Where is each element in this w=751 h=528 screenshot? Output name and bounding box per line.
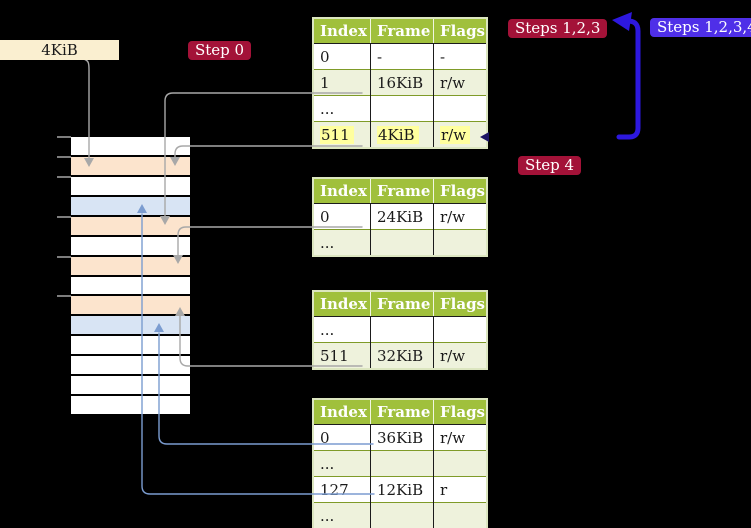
table-cell: r/w xyxy=(433,342,487,369)
table-cell xyxy=(433,316,487,343)
steps-1234-badge: Steps 1,2,3,4 xyxy=(650,18,751,37)
table-cell: 24KiB xyxy=(370,203,434,230)
table-cell xyxy=(370,95,434,122)
memory-frame-3-mapped-page xyxy=(71,197,190,215)
memory-frame-5-empty xyxy=(71,237,190,255)
table-cell: 0 xyxy=(313,203,371,230)
highlighted-value: r/w xyxy=(440,125,471,144)
frame-size-label: 4KiB xyxy=(0,40,119,60)
table-cell: 16KiB xyxy=(370,69,434,96)
loopback-steps-arrow-line xyxy=(616,18,641,140)
table-cell xyxy=(370,316,434,343)
table-1-row-0: 0-- xyxy=(313,43,487,70)
address-tick-3 xyxy=(57,216,71,218)
table-cell: ... xyxy=(313,450,371,477)
memory-frame-7-empty xyxy=(71,277,190,294)
table-cell: ... xyxy=(313,95,371,122)
steps-123-badge: Steps 1,2,3 xyxy=(508,19,608,38)
table-4-row-...: ... xyxy=(313,502,487,528)
loopback-steps-arrow-arrowhead xyxy=(612,12,632,31)
table-cell: - xyxy=(433,43,487,70)
memory-frame-0-empty xyxy=(71,137,190,155)
table-2-header-flags: Flags xyxy=(433,178,487,204)
table-4-header-frame: Frame xyxy=(370,399,434,425)
table-cell xyxy=(370,229,434,256)
table-3-header-frame: Frame xyxy=(370,291,434,317)
step4-badge: Step 4 xyxy=(518,156,582,175)
table-cell: ... xyxy=(313,316,371,343)
table-2-header-index: Index xyxy=(313,178,371,204)
table-cell: 127 xyxy=(313,476,371,503)
table-cell: 36KiB xyxy=(370,424,434,451)
table-cell: - xyxy=(370,43,434,70)
memory-frame-8-page-table xyxy=(71,296,190,314)
table-cell: 511 xyxy=(313,342,371,369)
address-tick-2 xyxy=(57,176,71,178)
table-2-header-frame: Frame xyxy=(370,178,434,204)
table-cell: r/w xyxy=(433,203,487,230)
table-cell xyxy=(433,95,487,122)
table-cell: 511 xyxy=(313,121,371,148)
memory-frame-12-empty xyxy=(71,376,190,394)
memory-frame-2-empty xyxy=(71,177,190,195)
table-1-header-index: Index xyxy=(313,18,371,44)
memory-frame-10-empty xyxy=(71,336,190,354)
table-1-row-...: ... xyxy=(313,95,487,122)
table-cell: 32KiB xyxy=(370,342,434,369)
table-cell xyxy=(433,502,487,528)
memory-frame-4-page-table xyxy=(71,217,190,235)
highlighted-value: 511 xyxy=(320,125,354,144)
table-3-header-index: Index xyxy=(313,291,371,317)
table-cell: r/w xyxy=(433,121,487,148)
address-tick-4 xyxy=(57,256,71,258)
table-cell: r/w xyxy=(433,69,487,96)
table-cell: 0 xyxy=(313,424,371,451)
highlighted-value: 4KiB xyxy=(377,125,419,144)
table-4-row-...: ... xyxy=(313,450,487,477)
table-cell xyxy=(433,450,487,477)
table-cell xyxy=(433,229,487,256)
table-cell xyxy=(370,502,434,528)
memory-frame-9-mapped-page xyxy=(71,316,190,334)
table-4-header-index: Index xyxy=(313,399,371,425)
table-cell: r xyxy=(433,476,487,503)
table-cell: 12KiB xyxy=(370,476,434,503)
table-cell: 4KiB xyxy=(370,121,434,148)
address-tick-0 xyxy=(57,136,71,138)
table-cell: 0 xyxy=(313,43,371,70)
address-tick-5 xyxy=(57,295,71,297)
table-1-row-511: 511 4KiB r/w xyxy=(313,121,487,148)
memory-frame-11-empty xyxy=(71,356,190,374)
table-1-header-frame: Frame xyxy=(370,18,434,44)
table-cell: ... xyxy=(313,502,371,528)
address-tick-1 xyxy=(57,156,71,158)
table-1-header-flags: Flags xyxy=(433,18,487,44)
table-cell: 1 xyxy=(313,69,371,96)
table-3-header-flags: Flags xyxy=(433,291,487,317)
memory-frame-13-empty xyxy=(71,396,190,414)
table-2-row-...: ... xyxy=(313,229,487,256)
memory-frame-6-page-table xyxy=(71,257,190,275)
table-cell: ... xyxy=(313,229,371,256)
table-cell xyxy=(370,450,434,477)
table-4-header-flags: Flags xyxy=(433,399,487,425)
memory-frame-1-page-table xyxy=(71,157,190,175)
table-3-row-...: ... xyxy=(313,316,487,343)
table-cell: r/w xyxy=(433,424,487,451)
step0-badge: Step 0 xyxy=(188,41,252,60)
